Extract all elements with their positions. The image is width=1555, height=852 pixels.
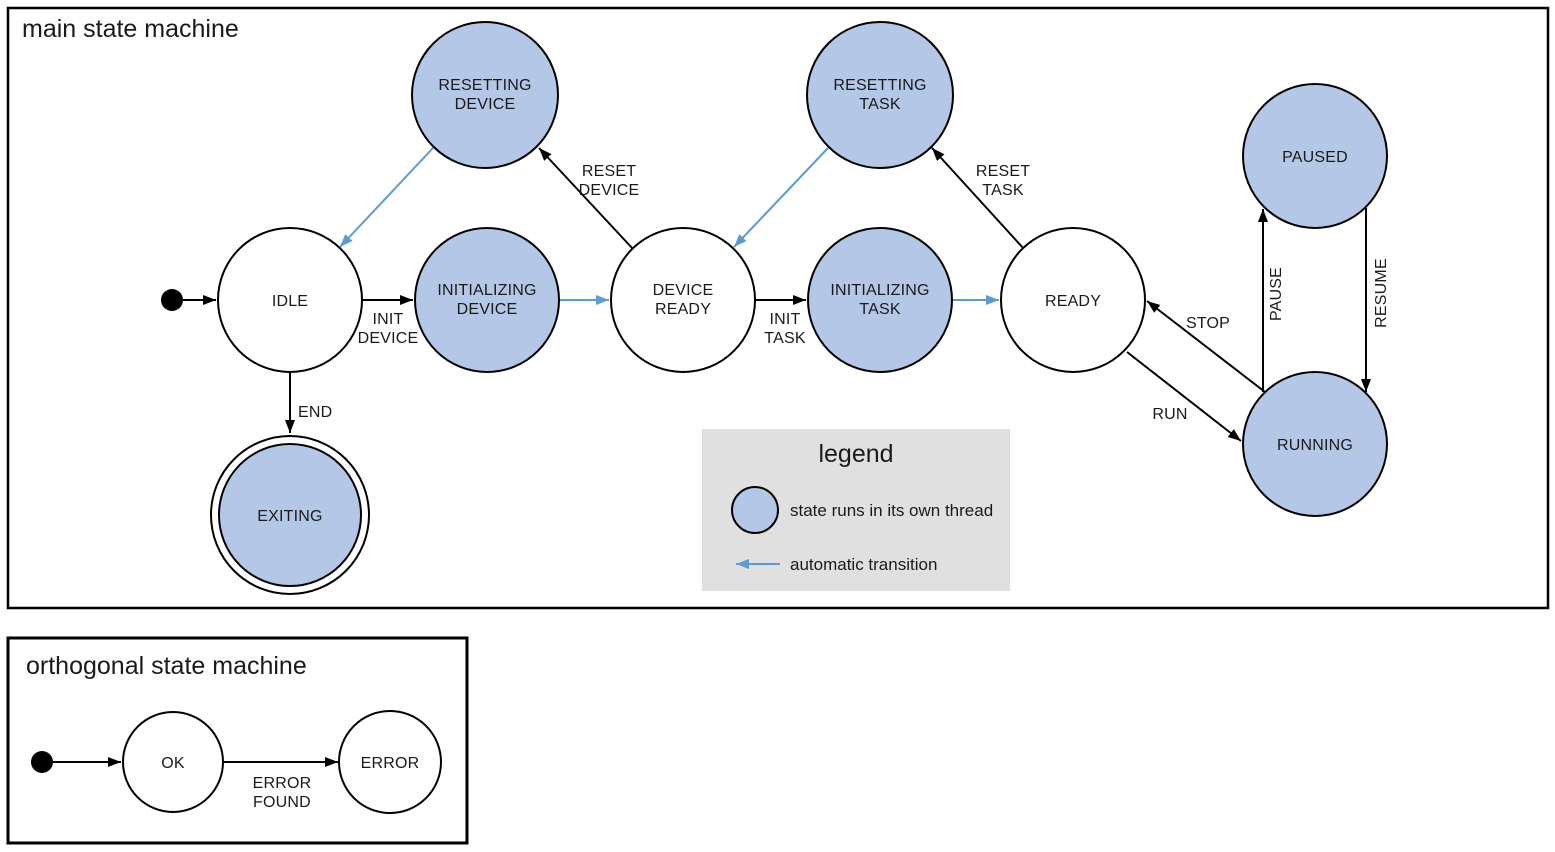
state-resetting-task: [806, 21, 954, 169]
label-pause: PAUSE: [1268, 267, 1285, 321]
label-reset-task-line2: TASK: [982, 182, 1024, 199]
threaded-state-icon: [731, 486, 779, 534]
state-running: [1242, 371, 1388, 517]
state-ready: [1000, 227, 1146, 373]
state-device-ready-label-line1: DEVICE: [653, 282, 714, 299]
label-reset-device-line2: DEVICE: [579, 182, 640, 199]
label-init-task-line1: INIT: [769, 311, 800, 328]
state-initializing-task-label-line2: TASK: [859, 301, 901, 318]
state-exiting-label: EXITING: [257, 508, 322, 525]
transition-ready-to-resetting-task: [931, 147, 1025, 250]
state-initializing-task-label-line1: INITIALIZING: [830, 282, 929, 299]
transition-running-to-ready: [1146, 300, 1266, 393]
initial-state-dot: [161, 289, 183, 311]
state-resetting-task-label-line2: TASK: [859, 96, 901, 113]
label-init-device-line1: INIT: [372, 311, 403, 328]
transition-device-ready-to-resetting-device: [538, 147, 634, 250]
main-state-machine: main state machine INIT DEVICE RESET DEV…: [6, 6, 1550, 610]
state-ready-label: READY: [1045, 293, 1101, 310]
main-machine-frame: [6, 6, 1550, 610]
label-end: END: [298, 404, 332, 421]
orthogonal-machine-title: orthogonal state machine: [26, 652, 307, 680]
state-resetting-task-label-line1: RESETTING: [833, 77, 926, 94]
legend-title: legend: [818, 440, 893, 468]
label-init-task-line2: TASK: [764, 330, 806, 347]
label-reset-device-line1: RESET: [582, 163, 636, 180]
orthogonal-initial-state-dot: [31, 751, 53, 773]
label-run: RUN: [1152, 406, 1187, 423]
state-running-label: RUNNING: [1277, 437, 1353, 454]
state-initializing-device: [414, 227, 560, 373]
state-device-ready-label-line2: READY: [655, 301, 711, 318]
transition-resetting-task-to-device-ready: [733, 147, 829, 248]
state-resetting-device-label-line1: RESETTING: [438, 77, 531, 94]
state-exiting: [218, 443, 362, 587]
label-reset-task-line1: RESET: [976, 163, 1030, 180]
legend: legend state runs in its own thread auto…: [702, 429, 1010, 591]
state-device-ready: [610, 227, 756, 373]
state-error-label: ERROR: [361, 755, 420, 772]
state-idle: [217, 227, 363, 373]
state-paused-label: PAUSED: [1282, 149, 1348, 166]
transition-resetting-device-to-idle: [339, 147, 434, 248]
state-resetting-device-label-line2: DEVICE: [455, 96, 516, 113]
label-stop: STOP: [1186, 315, 1230, 332]
label-error-found-line2: FOUND: [253, 794, 311, 811]
main-machine-title: main state machine: [22, 15, 239, 43]
label-error-found-line1: ERROR: [253, 775, 312, 792]
state-idle-label: IDLE: [272, 293, 308, 310]
legend-threaded-label: state runs in its own thread: [790, 501, 993, 520]
state-ok-label: OK: [161, 755, 185, 772]
state-initializing-device-label-line1: INITIALIZING: [437, 282, 536, 299]
orthogonal-state-machine: orthogonal state machine ERROR FOUND OK …: [6, 636, 469, 845]
orthogonal-machine-frame: [6, 636, 469, 845]
transition-ready-to-running: [1126, 351, 1242, 442]
state-resetting-device: [411, 21, 559, 169]
state-ok: [122, 711, 224, 813]
label-init-device-line2: DEVICE: [358, 330, 419, 347]
state-error: [338, 710, 442, 814]
state-paused: [1242, 83, 1388, 229]
state-initializing-task: [807, 227, 953, 373]
label-resume: RESUME: [1373, 258, 1390, 328]
state-initializing-device-label-line2: DEVICE: [457, 301, 518, 318]
legend-automatic-label: automatic transition: [790, 555, 937, 574]
